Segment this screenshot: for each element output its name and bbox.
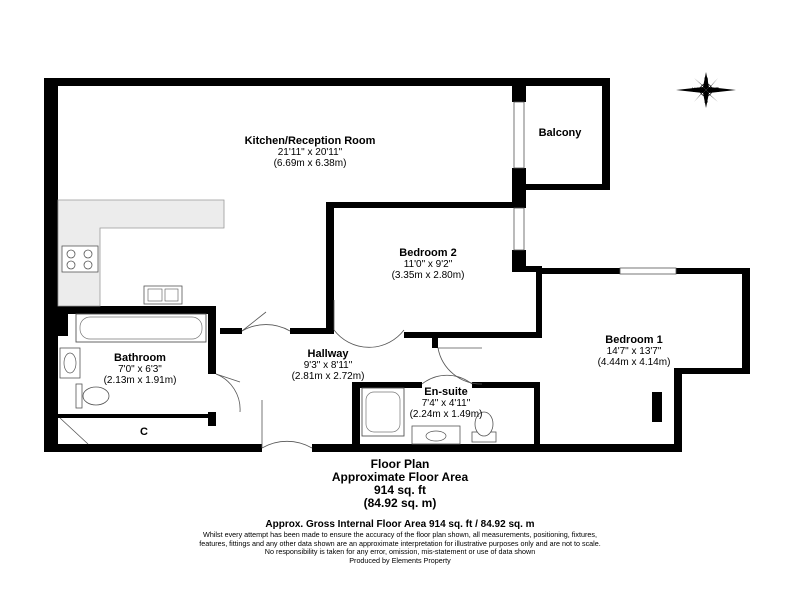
cupboard-name: C bbox=[140, 426, 148, 438]
ensuite-washbasin-icon bbox=[411, 425, 461, 445]
kitchen-fixtures bbox=[57, 199, 225, 307]
compass-e: E bbox=[715, 88, 719, 94]
bedroom2-imperial: 11'0" x 9'2" bbox=[404, 259, 453, 270]
ensuite-name: En-suite bbox=[424, 386, 467, 398]
balcony-name: Balcony bbox=[539, 127, 583, 139]
compass-s: S bbox=[704, 99, 708, 105]
hallway-name: Hallway bbox=[308, 348, 350, 360]
disclaimer-line2: features, fittings and any other data sh… bbox=[199, 538, 601, 548]
footer-disclaimer: Approx. Gross Internal Floor Area 914 sq… bbox=[0, 518, 800, 565]
disclaimer-line3: No responsibility is taken for any error… bbox=[264, 547, 536, 556]
title-floor-plan: Floor Plan bbox=[370, 457, 430, 471]
ensuite-fixtures bbox=[361, 387, 497, 445]
bedroom2-name: Bedroom 2 bbox=[399, 247, 456, 259]
hallway-imperial: 9'3" x 8'11" bbox=[304, 360, 353, 371]
ensuite-imperial: 7'4" x 4'11" bbox=[422, 398, 471, 409]
bathroom-imperial: 7'0" x 6'3" bbox=[118, 364, 162, 375]
bathtub-icon bbox=[75, 313, 207, 343]
compass-icon: N S W E bbox=[676, 72, 736, 108]
hob-icon bbox=[61, 245, 99, 273]
title-area-sqm: (84.92 sq. m) bbox=[363, 496, 437, 510]
bathroom-fixtures bbox=[59, 313, 207, 409]
producer-credit: Produced by Elements Property bbox=[349, 555, 451, 565]
disclaimer-line1: Whilst every attempt has been made to en… bbox=[203, 530, 597, 539]
door-bathroom bbox=[215, 373, 241, 413]
door-entrance bbox=[261, 440, 313, 449]
door-kitchen-hallway bbox=[241, 324, 291, 332]
windows bbox=[513, 101, 677, 275]
washbasin-icon bbox=[59, 347, 81, 379]
title-block: Floor Plan Approximate Floor Area 914 sq… bbox=[0, 458, 800, 510]
hallway-metric: (2.81m x 2.72m) bbox=[292, 371, 365, 382]
door-cupboard bbox=[59, 417, 89, 445]
shower-tray-icon bbox=[361, 387, 405, 437]
title-area-sqft: 914 sq. ft bbox=[373, 483, 427, 497]
kitchen-metric: (6.69m x 6.38m) bbox=[274, 158, 347, 169]
toilet-icon bbox=[75, 383, 110, 409]
gross-area: Approx. Gross Internal Floor Area 914 sq… bbox=[265, 519, 535, 530]
bathroom-metric: (2.13m x 1.91m) bbox=[104, 375, 177, 386]
bedroom1-metric: (4.44m x 4.14m) bbox=[598, 357, 671, 368]
walls bbox=[44, 78, 750, 452]
kitchen-imperial: 21'11" x 20'11" bbox=[278, 147, 343, 158]
door-swings bbox=[59, 300, 483, 449]
bedroom1-name: Bedroom 1 bbox=[605, 334, 662, 346]
door-bedroom2 bbox=[333, 329, 405, 348]
ensuite-metric: (2.24m x 1.49m) bbox=[410, 409, 483, 420]
compass-n: N bbox=[704, 78, 708, 84]
bedroom2-metric: (3.35m x 2.80m) bbox=[392, 270, 465, 281]
door-ensuite bbox=[421, 374, 473, 385]
sink-icon bbox=[143, 285, 183, 305]
bathroom-name: Bathroom bbox=[114, 352, 166, 364]
title-approx-area: Approximate Floor Area bbox=[331, 470, 469, 484]
floor-plan: Kitchen/Reception Room 21'11" x 20'11" (… bbox=[44, 72, 750, 452]
compass-w: W bbox=[692, 88, 698, 94]
ensuite-toilet-icon bbox=[471, 411, 497, 443]
door-bedroom1 bbox=[437, 347, 483, 385]
kitchen-name: Kitchen/Reception Room bbox=[245, 135, 376, 147]
room-labels: Kitchen/Reception Room 21'11" x 20'11" (… bbox=[104, 127, 671, 438]
bedroom1-imperial: 14'7" x 13'7" bbox=[607, 346, 662, 357]
